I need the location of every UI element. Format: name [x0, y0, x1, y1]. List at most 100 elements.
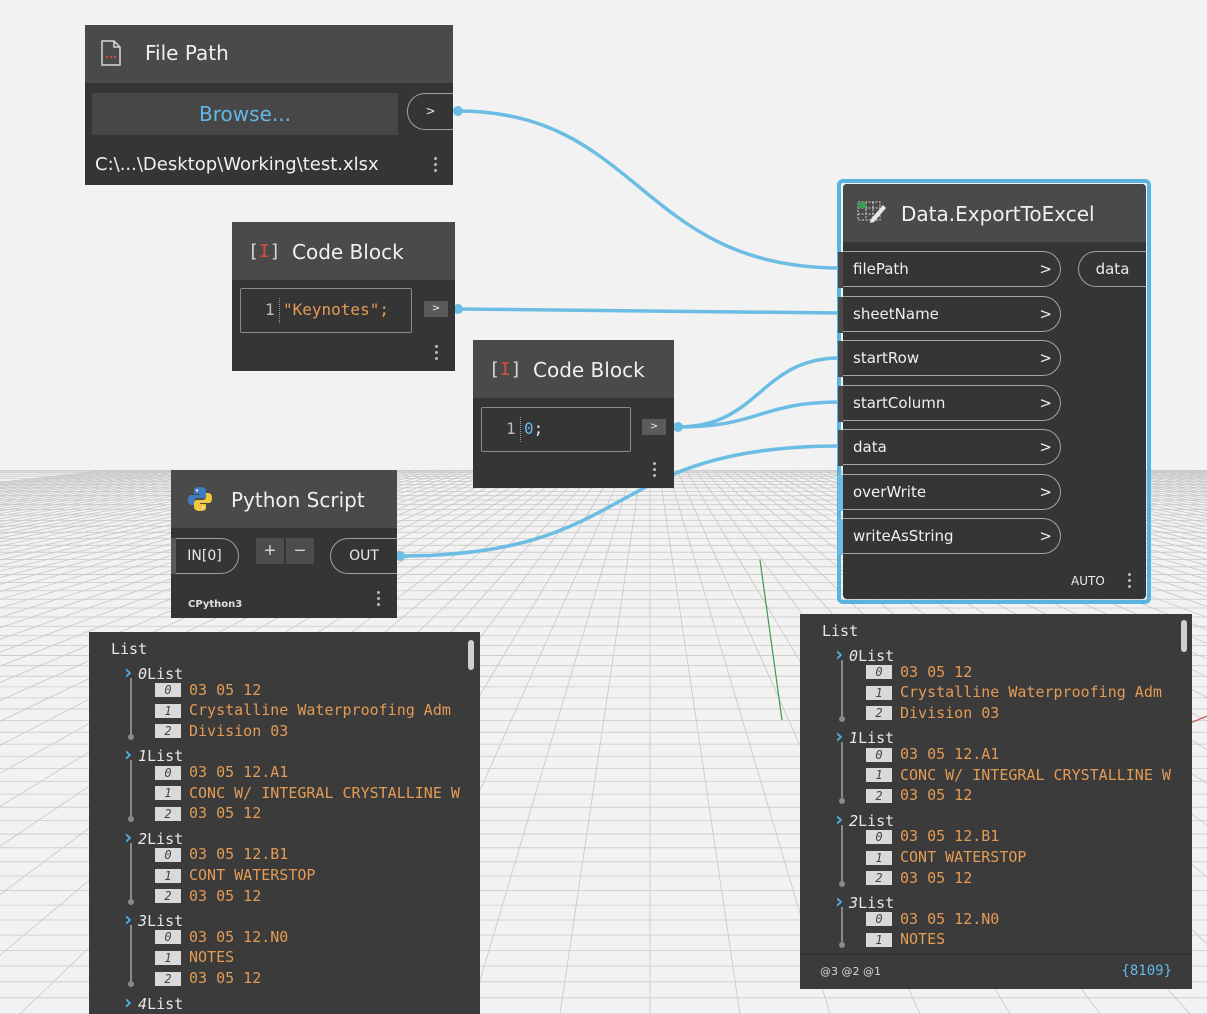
input-port-label: sheetName: [853, 304, 939, 323]
index-badge: 0: [866, 747, 892, 762]
file-path-header[interactable]: [85, 25, 453, 83]
chevron-right-icon[interactable]: ›: [833, 724, 846, 749]
input-port-data[interactable]: data>: [838, 429, 1061, 466]
chevron-right-icon[interactable]: ›: [122, 742, 135, 767]
input-port-writeasstring[interactable]: writeAsString>: [838, 518, 1061, 555]
chevron-right-icon[interactable]: ›: [833, 642, 846, 666]
index-badge: 2: [866, 706, 892, 721]
node-menu-icon[interactable]: [433, 157, 439, 175]
index-badge: 1: [866, 685, 892, 700]
item-value: 03 05 12: [900, 868, 973, 887]
code-block-header[interactable]: [473, 340, 674, 398]
node-menu-icon[interactable]: [376, 591, 382, 609]
output-port[interactable]: >: [407, 93, 453, 130]
input-port-sheetname[interactable]: sheetName>: [838, 295, 1061, 333]
item-value: 03 05 12.A1: [189, 763, 289, 781]
list-node[interactable]: ›4List: [122, 989, 184, 1014]
code-block-icon: [I]: [248, 241, 281, 262]
list-item: 1 Crystalline Waterproofing Adm: [866, 683, 1162, 701]
code-block-node[interactable]: [I] Code Block 1 "Keynotes"; >: [232, 222, 455, 371]
item-value: 03 05 12: [900, 786, 973, 805]
chevron-right-icon[interactable]: ›: [122, 660, 135, 684]
lacing-label[interactable]: AUTO: [1071, 574, 1105, 588]
code-text[interactable]: 0;: [524, 419, 543, 438]
item-value: 03 05 12: [189, 969, 262, 987]
node-title: Code Block: [292, 240, 404, 264]
chevron-right-icon: >: [1039, 527, 1052, 545]
code-block-header[interactable]: [232, 222, 455, 280]
file-path-value: C:\...\Desktop\Working\test.xlsx: [95, 154, 379, 175]
output-port-data[interactable]: data: [1078, 251, 1146, 287]
input-port-startcolumn[interactable]: startColumn>: [838, 384, 1061, 422]
chevron-right-icon: >: [1039, 349, 1052, 367]
item-value: Crystalline Waterproofing Adm: [900, 683, 1162, 702]
code-block-node[interactable]: [I] Code Block 1 0; >: [473, 340, 674, 488]
remove-input-button[interactable]: −: [286, 538, 314, 564]
export-to-excel-header[interactable]: [843, 184, 1146, 242]
input-port-label: overWrite: [853, 482, 927, 501]
item-value: NOTES: [900, 930, 946, 949]
list-node[interactable]: ›2List: [833, 806, 895, 831]
output-port[interactable]: >: [642, 419, 666, 435]
node-title: Data.ExportToExcel: [901, 202, 1095, 226]
index-badge: 1: [866, 768, 892, 783]
scrollbar[interactable]: [468, 640, 474, 670]
list-node[interactable]: ›3List: [833, 889, 895, 914]
chevron-right-icon[interactable]: ›: [122, 824, 135, 849]
item-value: CONT WATERSTOP: [189, 866, 316, 884]
code-text[interactable]: "Keynotes";: [283, 300, 389, 319]
input-port-filepath[interactable]: filePath>: [838, 251, 1061, 288]
line-number: 1: [506, 419, 516, 438]
input-port-startrow[interactable]: startRow>: [838, 340, 1061, 377]
watch-root-label: List: [111, 640, 148, 658]
chevron-right-icon[interactable]: ›: [833, 806, 846, 831]
item-value: CONC W/ INTEGRAL CRYSTALLINE W: [189, 783, 460, 802]
code-block-icon: [I]: [489, 359, 522, 380]
output-port-out[interactable]: OUT: [330, 538, 397, 574]
export-to-excel-node[interactable]: Data.ExportToExcel filePath>sheetName>st…: [838, 184, 1146, 599]
item-value: 03 05 12: [189, 804, 262, 823]
python-script-node[interactable]: Python Script IN[0] + − OUT CPython3: [171, 470, 397, 618]
code-editor[interactable]: 1 0;: [481, 407, 631, 452]
chevron-right-icon: >: [1039, 482, 1052, 501]
file-icon: [101, 40, 121, 66]
input-port-overwrite[interactable]: overWrite >: [838, 473, 1061, 511]
input-port-in0[interactable]: IN[0]: [171, 538, 239, 574]
browse-button[interactable]: Browse...: [92, 93, 398, 135]
node-menu-icon[interactable]: [434, 345, 440, 363]
index-badge: 2: [155, 971, 181, 986]
file-path-node[interactable]: File Path Browse... > C:\...\Desktop\Wor…: [85, 25, 453, 185]
item-value: 03 05 12: [900, 662, 973, 681]
index-badge: 0: [866, 665, 892, 680]
node-menu-icon[interactable]: [1127, 573, 1133, 591]
scrollbar[interactable]: [1181, 620, 1187, 652]
index-badge: 1: [866, 850, 892, 865]
item-value: 03 05 12.B1: [900, 827, 1000, 846]
add-input-button[interactable]: +: [256, 538, 284, 564]
output-port[interactable]: >: [424, 301, 448, 317]
list-levels[interactable]: @3 @2 @1: [820, 965, 881, 978]
chevron-right-icon[interactable]: ›: [122, 989, 135, 1014]
input-port-label: data: [853, 438, 887, 456]
input-port-bar: [171, 538, 176, 574]
chevron-right-icon[interactable]: ›: [833, 889, 846, 914]
index-badge: 1: [155, 868, 181, 883]
index-badge: 0: [866, 829, 892, 844]
chevron-right-icon[interactable]: ›: [122, 907, 135, 932]
code-editor[interactable]: 1 "Keynotes";: [240, 288, 412, 333]
node-menu-icon[interactable]: [652, 462, 658, 480]
list-node[interactable]: ›1List: [122, 742, 184, 767]
index-badge: 1: [155, 703, 181, 718]
index-badge: 0: [866, 912, 892, 927]
